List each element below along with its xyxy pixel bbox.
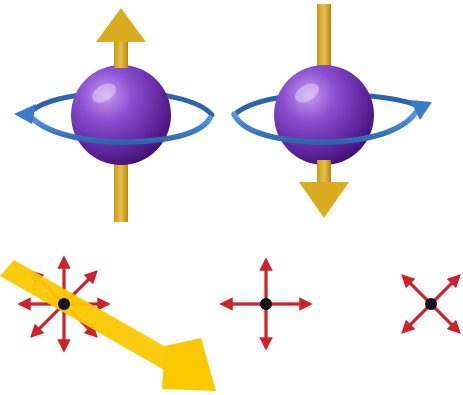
spin-down-particle [234,4,432,218]
unpolarized-pivot [58,298,70,310]
spin-up-particle [14,8,212,222]
spin-up-upper-stem [114,38,128,68]
beam-arrow [0,260,216,391]
diagonal-cross-pivot [425,298,437,310]
spin-up-arrowhead [96,8,146,42]
spin-down-lower-stem [317,160,331,182]
spin-up-sphere [71,65,171,165]
beam-arrowhead [162,338,216,391]
spin-up-lower-stem [114,160,128,222]
spin-down-arrowhead [299,182,349,218]
spin-down-sphere [274,65,374,165]
cross-pivot [260,298,272,310]
spin-down-upper-stem [317,4,331,70]
